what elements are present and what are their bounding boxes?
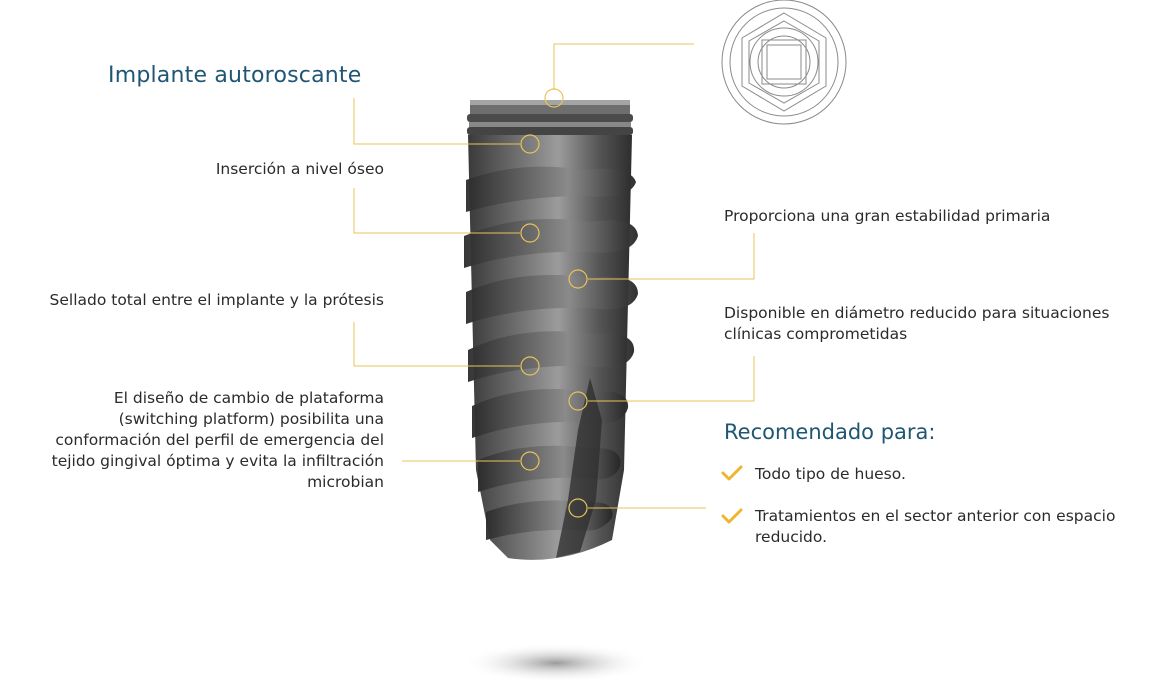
implant-illustration: [464, 100, 638, 560]
label-diseno-line-4: tejido gingival óptima y evita la infilt…: [51, 452, 384, 470]
label-insercion: Inserción a nivel óseo: [215, 160, 384, 178]
label-estabilidad: Proporciona una gran estabilidad primari…: [724, 207, 1051, 225]
check-icon: [721, 508, 743, 524]
marker-autoroscante: [520, 223, 540, 243]
label-diseno-line-5: microbian: [307, 473, 384, 491]
marker-estabilidad: [568, 269, 588, 289]
implant-shadow: [461, 643, 651, 683]
label-diseno-line-2: (switching platform) posibilita una: [118, 410, 384, 428]
connector-lines: [353, 43, 755, 509]
marker-platform: [544, 88, 564, 108]
page-title: Implante autoroscante: [108, 63, 362, 88]
callout-markers: [520, 88, 588, 518]
recomendado-item-2-line-1: Tratamientos en el sector anterior con e…: [755, 507, 1116, 525]
marker-apex: [568, 498, 588, 518]
label-diseno-line-3: conformación del perfil de emergencia de…: [55, 431, 384, 449]
marker-diametro: [568, 391, 588, 411]
recomendado-item-1: Todo tipo de hueso.: [755, 465, 906, 483]
check-icon: [721, 465, 743, 481]
label-diseno: El diseño de cambio de plataforma (switc…: [0, 388, 384, 493]
label-diametro-line-1: Disponible en diámetro reducido para sit…: [724, 304, 1110, 322]
marker-insercion: [520, 134, 540, 154]
marker-diseno: [520, 451, 540, 471]
label-diametro-line-2: clínicas comprometidas: [724, 325, 908, 343]
hexagon-top-view-icon: [721, 0, 847, 125]
recomendado-item-2-line-2: reducido.: [755, 528, 828, 546]
label-diametro: Disponible en diámetro reducido para sit…: [724, 303, 1172, 345]
label-diseno-line-1: El diseño de cambio de plataforma: [113, 389, 384, 407]
recomendado-title: Recomendado para:: [724, 420, 936, 444]
recomendado-item-2: Tratamientos en el sector anterior con e…: [755, 506, 1173, 548]
label-sellado: Sellado total entre el implante y la pró…: [49, 291, 384, 309]
marker-sellado: [520, 356, 540, 376]
